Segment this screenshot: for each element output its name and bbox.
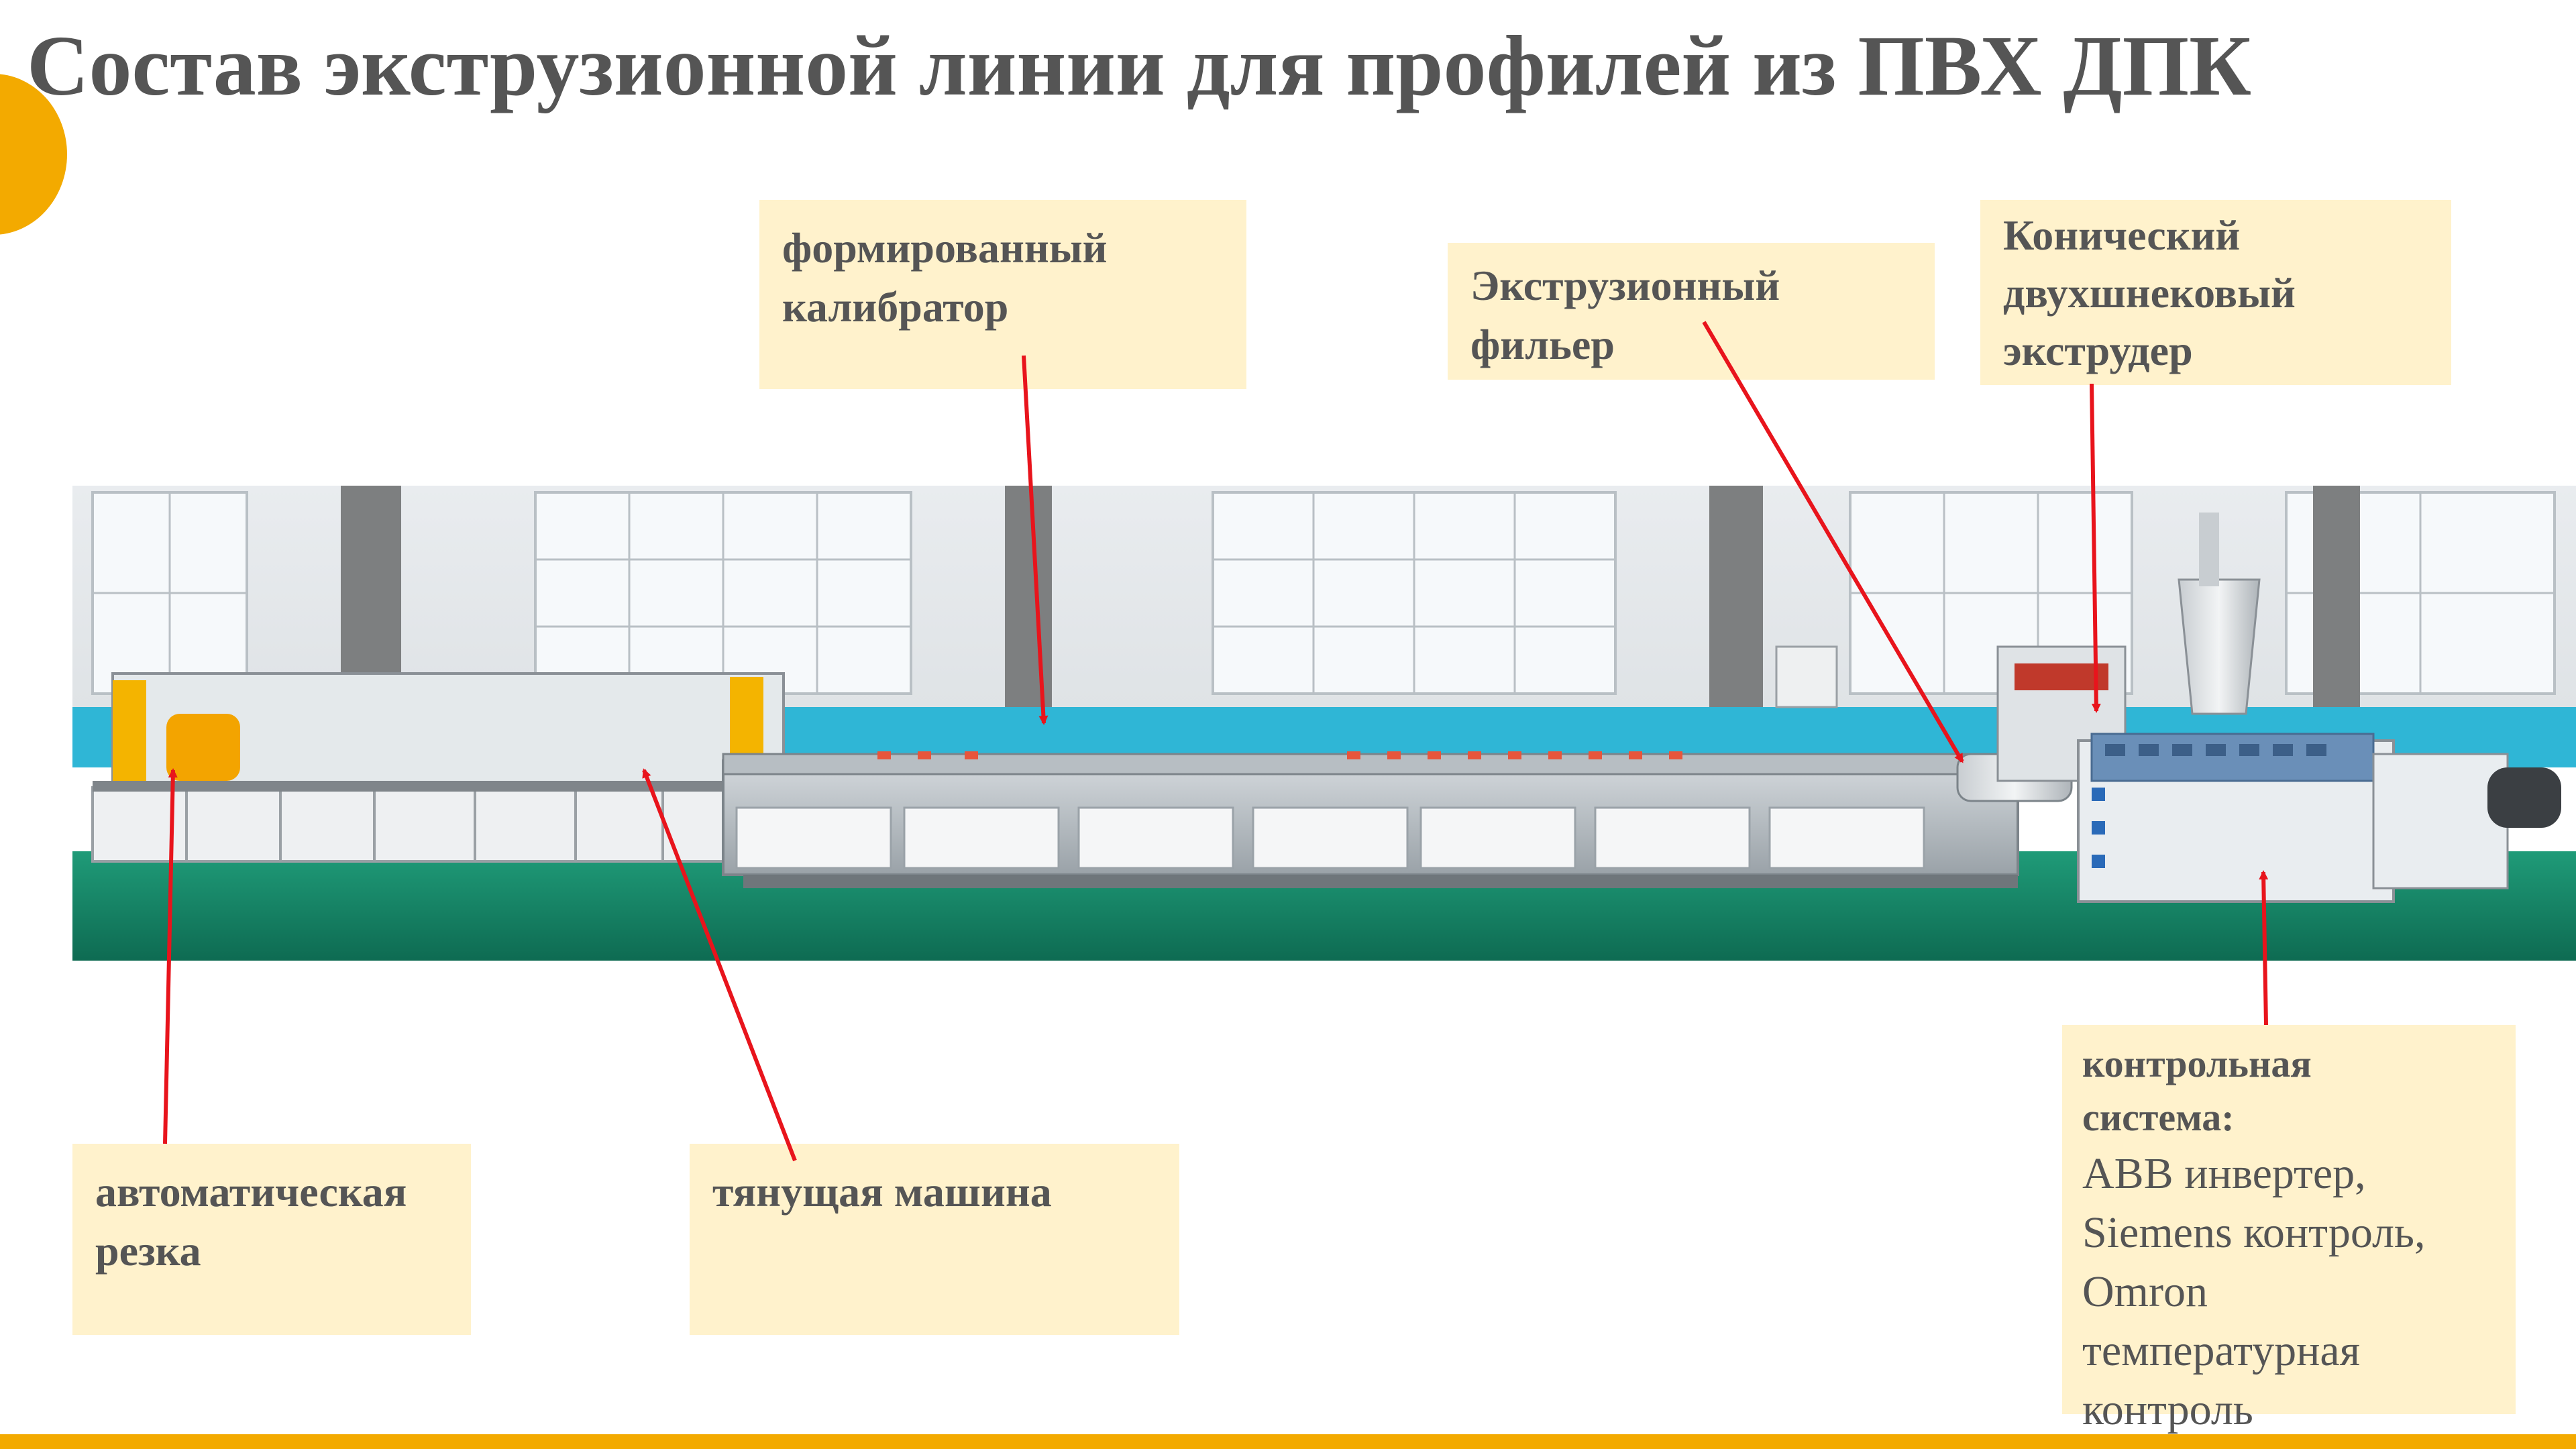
extrusion-line-photo (72, 486, 2576, 961)
label-control-detail-5: контроль (2082, 1385, 2253, 1434)
label-cutter-line-2: резка (95, 1227, 201, 1275)
label-control-detail-4: температурная (2082, 1326, 2361, 1375)
label-control-heading-1: контрольная (2082, 1042, 2312, 1085)
label-control-heading-2: система: (2082, 1095, 2235, 1139)
label-control-detail-2: Siemens контроль, (2082, 1208, 2426, 1257)
label-calibrator: формированный калибратор (759, 200, 1246, 389)
label-die: Экструзионный фильер (1448, 243, 1935, 380)
label-calibrator-line-2: калибратор (782, 283, 1009, 331)
bottom-accent-bar (0, 1434, 2576, 1449)
label-extruder-line-3: экструдер (2003, 327, 2193, 374)
label-die-line-2: фильер (1470, 321, 1615, 368)
label-cutter-line-1: автоматическая (95, 1168, 407, 1216)
label-calibrator-line-1: формированный (782, 224, 1108, 272)
label-extruder-line-2: двухшнековый (2003, 269, 2296, 317)
label-cutter: автоматическая резка (72, 1144, 471, 1335)
label-haul-off-line-1: тянущая машина (712, 1168, 1052, 1216)
label-control-detail-3: Omron (2082, 1267, 2208, 1316)
label-control-detail-1: ABB инвертер, (2082, 1149, 2366, 1198)
label-control-system: контрольная система: ABB инвертер, Sieme… (2062, 1025, 2516, 1434)
label-die-line-1: Экструзионный (1470, 262, 1780, 309)
label-extruder-line-1: Конический (2003, 211, 2241, 259)
label-haul-off: тянущая машина (690, 1144, 1179, 1335)
label-extruder: Конический двухшнековый экструдер (1980, 200, 2451, 385)
slide-title: Состав экструзионной линии для профилей … (27, 18, 2251, 113)
